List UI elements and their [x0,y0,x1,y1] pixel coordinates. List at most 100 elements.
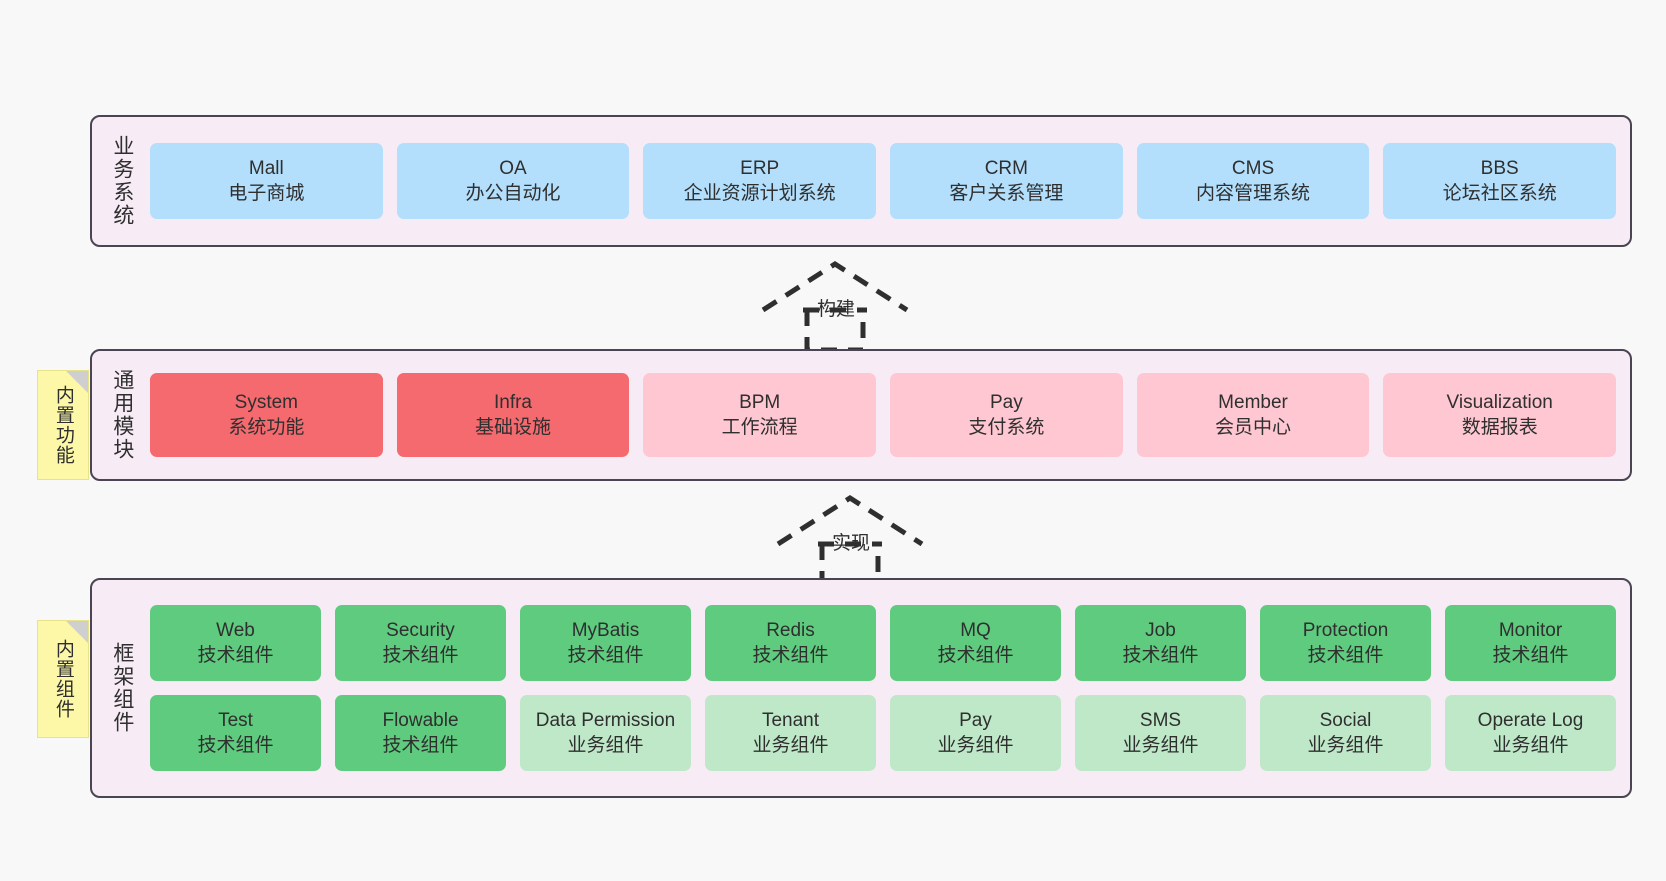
card-test-title: Test [218,709,253,731]
card-sms-desc: 业务组件 [1122,735,1199,756]
card-security[interactable]: Security 技术组件 [335,605,506,681]
card-social-title: Social [1319,709,1372,731]
card-infra-title: Infra [493,391,533,413]
card-web-desc: 技术组件 [197,645,274,666]
connector-build-arrow: 构建 [755,258,915,353]
common-card-row: System 系统功能 Infra 基础设施 BPM 工作流程 Pay 支付系统… [150,373,1617,457]
card-job-title: Job [1145,619,1176,641]
card-flowable-desc: 技术组件 [382,735,459,756]
card-monitor-desc: 技术组件 [1492,645,1569,666]
card-crm[interactable]: CRM 客户关系管理 [890,143,1123,219]
card-erp-desc: 企业资源计划系统 [683,183,836,204]
card-bbs-title: BBS [1480,157,1519,179]
card-system[interactable]: System 系统功能 [150,373,383,457]
connector-implement-label: 实现 [832,533,871,554]
card-pay-module[interactable]: Pay 支付系统 [890,373,1123,457]
layer-framework-component-body: Web 技术组件 Security 技术组件 MyBatis 技术组件 Redi… [144,580,1630,796]
card-mall[interactable]: Mall 电子商城 [150,143,383,219]
card-mybatis[interactable]: MyBatis 技术组件 [520,605,691,681]
card-pay-component[interactable]: Pay 业务组件 [890,695,1061,771]
card-tenant[interactable]: Tenant 业务组件 [705,695,876,771]
framework-business-row: Test 技术组件 Flowable 技术组件 Data Permission … [150,695,1616,771]
card-system-desc: 系统功能 [228,417,305,438]
layer-business-system-label: 业务系统 [110,135,134,227]
layer-framework-component-label: 框架组件 [110,642,134,734]
card-operate-log-title: Operate Log [1477,709,1584,731]
connector-build-label: 构建 [817,299,856,320]
card-data-permission-desc: 业务组件 [567,735,644,756]
layer-common-module-body: System 系统功能 Infra 基础设施 BPM 工作流程 Pay 支付系统… [144,351,1630,479]
card-infra[interactable]: Infra 基础设施 [396,373,630,457]
layer-common-module-label: 通用模块 [110,369,134,461]
card-erp[interactable]: ERP 企业资源计划系统 [643,143,877,219]
card-job-desc: 技术组件 [1122,645,1199,666]
card-data-permission[interactable]: Data Permission 业务组件 [520,695,691,771]
note-builtin-function-text: 内置功能 [52,385,74,465]
card-monitor[interactable]: Monitor 技术组件 [1445,605,1616,681]
card-erp-title: ERP [740,157,780,179]
connector-implement-arrow: 实现 [770,492,930,587]
card-pay-module-title: Pay [989,391,1023,413]
card-visualization-title: Visualization [1446,391,1553,413]
card-cms-title: CMS [1231,157,1275,179]
card-bbs[interactable]: BBS 论坛社区系统 [1383,143,1617,219]
card-monitor-title: Monitor [1498,619,1563,641]
card-redis-title: Redis [766,619,815,641]
card-system-title: System [234,391,299,413]
card-mq[interactable]: MQ 技术组件 [890,605,1061,681]
card-pay-component-title: Pay [959,709,992,731]
card-protection-desc: 技术组件 [1307,645,1384,666]
card-security-title: Security [386,619,455,641]
card-infra-desc: 基础设施 [475,417,552,438]
card-bbs-desc: 论坛社区系统 [1442,183,1557,204]
card-flowable-title: Flowable [382,709,459,731]
business-card-row: Mall 电子商城 OA 办公自动化 ERP 企业资源计划系统 CRM 客户关系… [150,143,1617,219]
card-crm-desc: 客户关系管理 [949,183,1064,204]
card-visualization[interactable]: Visualization 数据报表 [1383,373,1617,457]
card-bpm[interactable]: BPM 工作流程 [643,373,877,457]
card-test-desc: 技术组件 [197,735,274,756]
card-data-permission-title: Data Permission [535,709,676,731]
card-cms[interactable]: CMS 内容管理系统 [1136,143,1370,219]
card-operate-log[interactable]: Operate Log 业务组件 [1445,695,1616,771]
card-protection[interactable]: Protection 技术组件 [1260,605,1431,681]
card-operate-log-desc: 业务组件 [1492,735,1569,756]
card-flowable[interactable]: Flowable 技术组件 [335,695,506,771]
card-sms[interactable]: SMS 业务组件 [1075,695,1246,771]
card-web-title: Web [216,619,255,641]
card-bpm-title: BPM [739,391,781,413]
card-oa-title: OA [499,157,527,179]
card-test[interactable]: Test 技术组件 [150,695,321,771]
card-job[interactable]: Job 技术组件 [1075,605,1246,681]
card-web[interactable]: Web 技术组件 [150,605,321,681]
card-tenant-desc: 业务组件 [752,735,829,756]
framework-tech-row: Web 技术组件 Security 技术组件 MyBatis 技术组件 Redi… [150,605,1616,681]
note-builtin-component: 内置组件 [37,620,89,738]
card-oa[interactable]: OA 办公自动化 [396,143,630,219]
card-tenant-title: Tenant [761,709,820,731]
card-oa-desc: 办公自动化 [465,183,561,204]
card-protection-title: Protection [1302,619,1389,641]
card-sms-title: SMS [1139,709,1182,731]
card-mq-desc: 技术组件 [937,645,1014,666]
note-fold-corner-icon [66,371,88,393]
card-member-title: Member [1218,391,1288,413]
card-mall-title: Mall [248,157,284,179]
note-builtin-component-text: 内置组件 [52,639,74,719]
card-bpm-desc: 工作流程 [721,417,798,438]
card-mq-title: MQ [960,619,991,641]
note-builtin-function: 内置功能 [37,370,89,480]
card-visualization-desc: 数据报表 [1461,417,1538,438]
card-cms-desc: 内容管理系统 [1196,183,1311,204]
card-redis[interactable]: Redis 技术组件 [705,605,876,681]
card-crm-title: CRM [984,157,1028,179]
layer-framework-component: 框架组件 Web 技术组件 Security 技术组件 MyBatis 技术组件… [90,578,1632,798]
card-mybatis-title: MyBatis [571,619,640,641]
card-mall-desc: 电子商城 [228,183,305,204]
card-social-desc: 业务组件 [1307,735,1384,756]
card-member-desc: 会员中心 [1215,417,1292,438]
card-social[interactable]: Social 业务组件 [1260,695,1431,771]
card-pay-module-desc: 支付系统 [968,417,1045,438]
card-member[interactable]: Member 会员中心 [1136,373,1370,457]
layer-business-system: 业务系统 Mall 电子商城 OA 办公自动化 ERP 企业资源计划系统 CRM… [90,115,1632,247]
